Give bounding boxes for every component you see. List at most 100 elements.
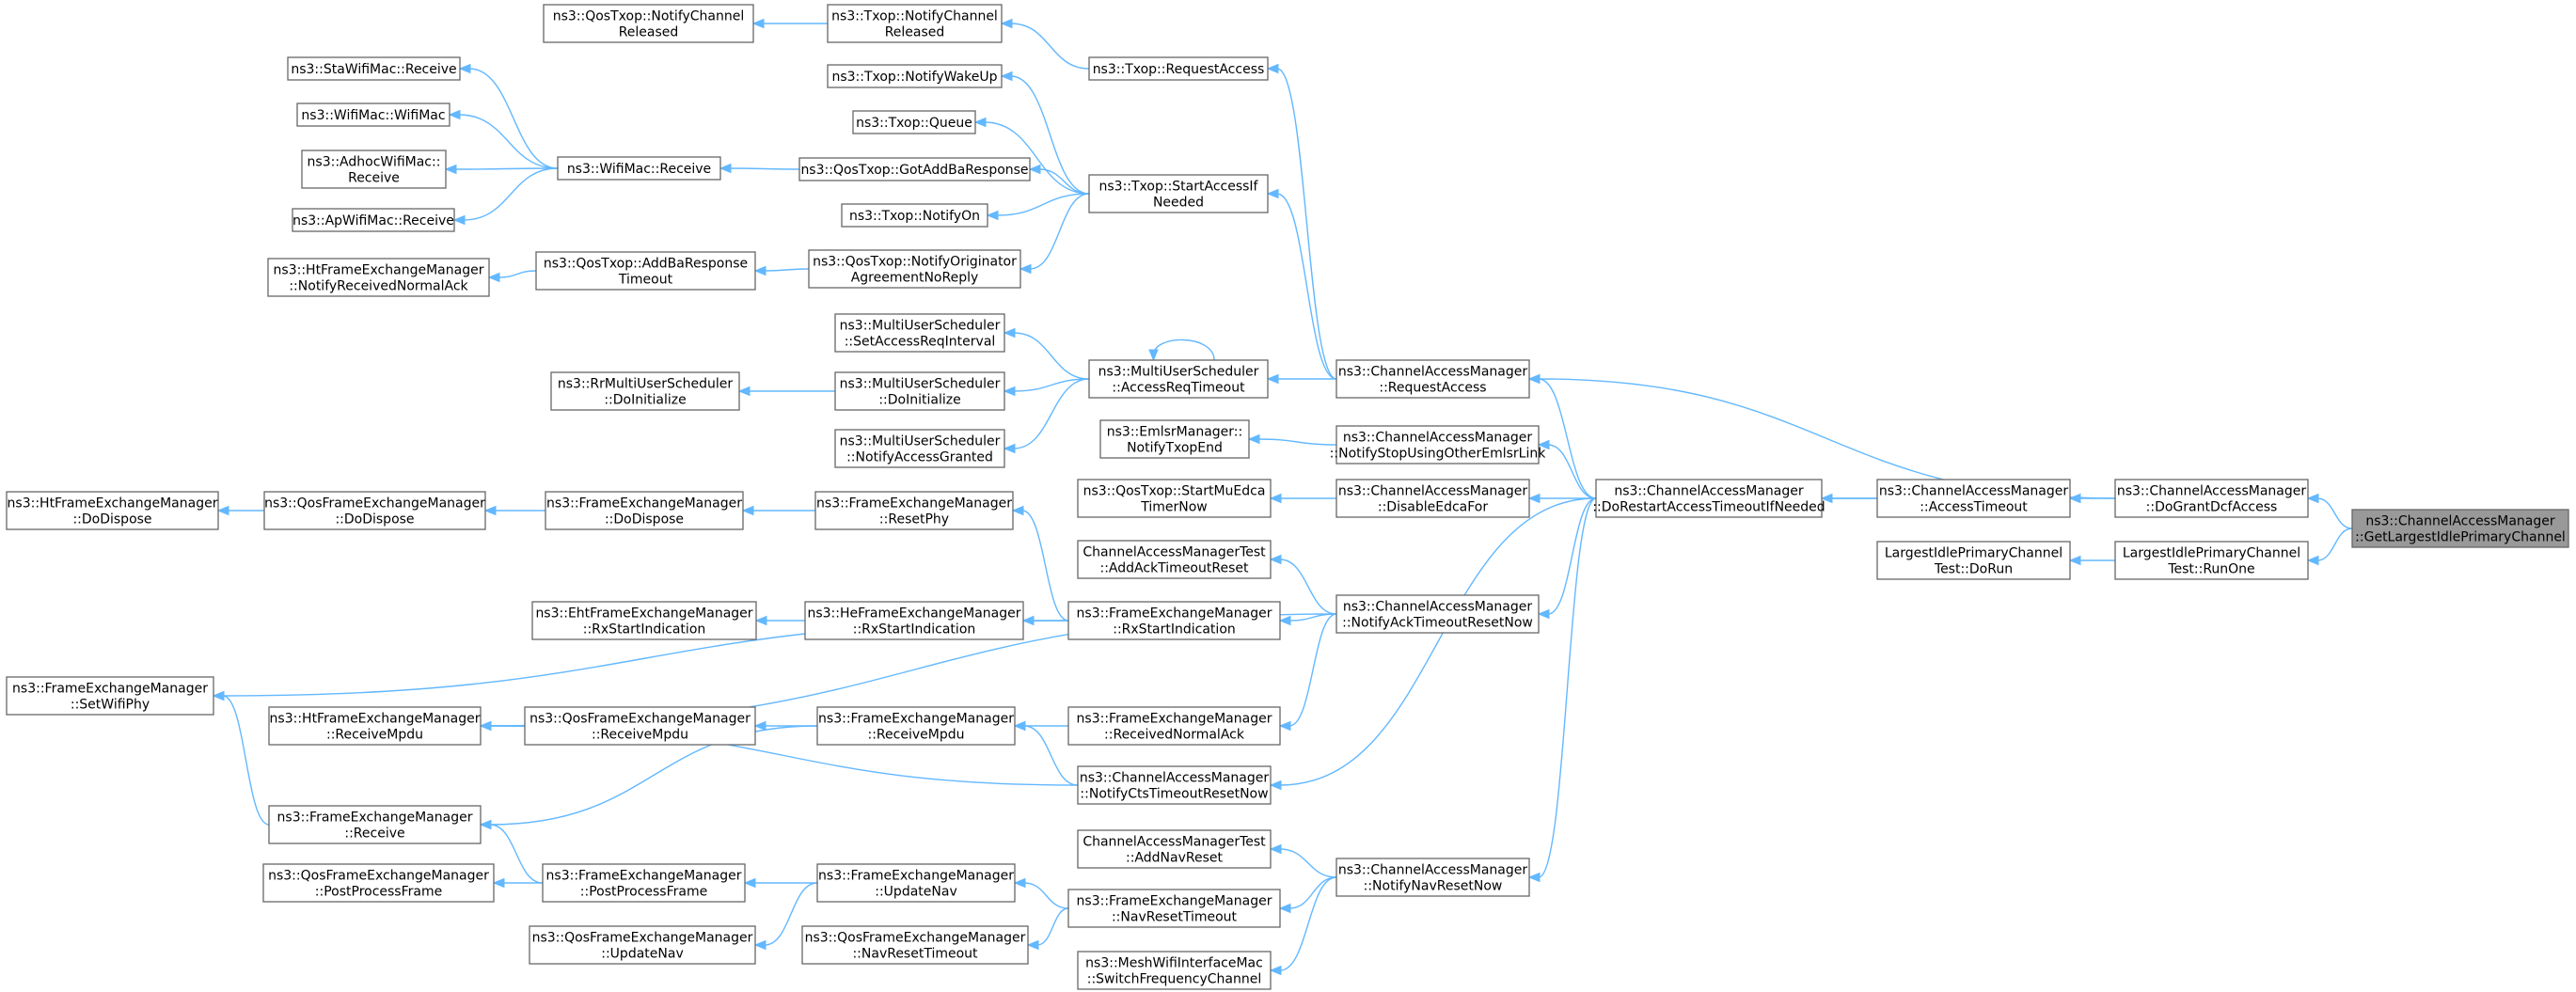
graph-node-n9[interactable]: ns3::ChannelAccessManager::NotifyAckTime…	[1335, 594, 1540, 634]
graph-node-n35[interactable]: ns3::QosFrameExchangeManager::PostProces…	[262, 863, 495, 903]
graph-node-n52[interactable]: ns3::HtFrameExchangeManager::NotifyRecei…	[267, 258, 490, 297]
edge-arrowhead	[741, 505, 754, 516]
node-box	[1876, 479, 2071, 518]
graph-node-n23[interactable]: ns3::FrameExchangeManager::SetWifiPhy	[6, 676, 214, 716]
graph-node-n17[interactable]: ChannelAccessManagerTest::AddAckTimeoutR…	[1077, 540, 1272, 579]
graph-node-n45[interactable]: ns3::StaWifiMac::Receive	[287, 56, 461, 81]
graph-node-n25[interactable]: ns3::EhtFrameExchangeManager::RxStartInd…	[531, 601, 757, 640]
node-box	[816, 863, 1016, 903]
node-box	[1595, 479, 1823, 518]
graph-node-n37[interactable]: ns3::QosFrameExchangeManager::NavResetTi…	[801, 925, 1029, 965]
edge-n7-to-n5	[1537, 439, 1597, 499]
node-label-line: ChannelAccessManagerTest	[1083, 545, 1266, 560]
edge-arrowhead	[753, 939, 766, 951]
node-box	[834, 429, 1005, 468]
edge-arrowhead	[986, 210, 999, 221]
graph-node-n47[interactable]: ns3::AdhocWifiMac::Receive	[301, 150, 447, 189]
graph-node-n41[interactable]: ns3::Txop::NotifyWakeUp	[827, 64, 1003, 88]
graph-node-n38[interactable]: ns3::MeshWifiInterfaceMac::SwitchFrequen…	[1077, 951, 1272, 990]
graph-node-n22[interactable]: ns3::HtFrameExchangeManager::DoDispose	[6, 491, 219, 530]
node-box	[834, 371, 1005, 411]
graph-node-n10[interactable]: ns3::ChannelAccessManager::NotifyCtsTime…	[1077, 765, 1272, 805]
graph-node-n18[interactable]: ns3::FrameExchangeManager::RxStartIndica…	[1067, 601, 1281, 640]
edge-n16-to-n8	[1269, 493, 1337, 504]
node-label-line: ::DisableEdcaFor	[1378, 500, 1488, 515]
graph-node-n48[interactable]: ns3::ApWifiMac::Receive	[292, 208, 455, 232]
graph-node-n30[interactable]: ns3::QosFrameExchangeManager::ReceiveMpd…	[524, 706, 756, 746]
node-label-line: ::AddNavReset	[1126, 851, 1223, 866]
graph-node-n49[interactable]: ns3::Txop::NotifyOn	[841, 203, 988, 228]
edge-arrowhead	[1527, 493, 1541, 504]
edge-arrowhead	[1278, 720, 1291, 732]
node-box	[1067, 601, 1281, 640]
node-label-line: ::RxStartIndication	[853, 622, 976, 638]
node-box	[1077, 540, 1272, 579]
graph-node-n19[interactable]: ns3::FrameExchangeManager::ResetPhy	[814, 491, 1014, 530]
edge-arrowhead	[1269, 554, 1282, 565]
node-label-line: ::SwitchFrequencyChannel	[1087, 972, 1262, 987]
graph-node-n1[interactable]: ns3::ChannelAccessManager::DoGrantDcfAcc…	[2114, 479, 2309, 518]
graph-node-n43[interactable]: ns3::QosTxop::GotAddBaResponse	[798, 157, 1031, 181]
graph-node-n28[interactable]: ns3::FrameExchangeManager::ReceiveMpdu	[816, 706, 1016, 746]
graph-node-n29[interactable]: ns3::FrameExchangeManager::Receive	[268, 805, 482, 844]
node-label-line: ns3::HtFrameExchangeManager	[8, 496, 218, 512]
edge-line	[468, 68, 559, 169]
node-box	[1335, 858, 1530, 897]
node-label-line: NotifyTxopEnd	[1127, 441, 1223, 456]
graph-node-n6[interactable]: ns3::ChannelAccessManager::RequestAccess	[1335, 359, 1530, 399]
node-label-line: ::ResetPhy	[879, 512, 949, 527]
graph-node-n53[interactable]: ns3::MultiUserScheduler::SetAccessReqInt…	[834, 313, 1005, 353]
graph-node-n7[interactable]: ns3::ChannelAccessManager::NotifyStopUsi…	[1330, 425, 1547, 465]
graph-node-n27[interactable]: ns3::FrameExchangeManager::ReceivedNorma…	[1067, 706, 1281, 746]
edge-n31-to-n11	[1269, 843, 1337, 878]
node-box	[2114, 541, 2309, 580]
graph-node-n33[interactable]: ns3::FrameExchangeManager::UpdateNav	[816, 863, 1016, 903]
edge-n56-to-n14	[1003, 378, 1090, 454]
graph-node-n54[interactable]: ns3::MultiUserScheduler::DoInitialize	[834, 371, 1005, 411]
graph-node-n50[interactable]: ns3::QosTxop::NotifyOriginatorAgreementN…	[808, 249, 1021, 289]
node-label-line: ns3::ChannelAccessManager	[1338, 365, 1528, 380]
node-label-line: LargestIdlePrimaryChannel	[2123, 546, 2300, 561]
graph-node-n11[interactable]: ns3::ChannelAccessManager::NotifyNavRese…	[1335, 858, 1530, 897]
edge-n3-to-n2	[2068, 555, 2116, 566]
graph-node-n24[interactable]: ns3::HeFrameExchangeManager::RxStartIndi…	[804, 601, 1024, 640]
graph-node-n26[interactable]: ns3::HtFrameExchangeManager::ReceiveMpdu	[268, 706, 482, 746]
edge-n14-to-n6	[1266, 373, 1336, 385]
graph-node-n4[interactable]: ns3::ChannelAccessManager::AccessTimeout	[1876, 479, 2071, 518]
graph-node-n36[interactable]: ns3::QosFrameExchangeManager::UpdateNav	[529, 925, 756, 965]
graph-node-n20[interactable]: ns3::FrameExchangeManager::DoDispose	[545, 491, 744, 530]
graph-node-n55[interactable]: ns3::RrMultiUserScheduler::DoInitialize	[550, 371, 740, 411]
graph-node-n14[interactable]: ns3::MultiUserScheduler::AccessReqTimeou…	[1088, 359, 1269, 399]
graph-node-n21[interactable]: ns3::QosFrameExchangeManager::DoDispose	[263, 491, 486, 530]
node-label-line: ns3::FrameExchangeManager	[277, 811, 473, 826]
edge-n40-to-n39	[751, 18, 828, 29]
graph-node-n46[interactable]: ns3::WifiMac::WifiMac	[296, 102, 450, 127]
node-label-line: ns3::FrameExchangeManager	[816, 496, 1012, 512]
graph-node-n56[interactable]: ns3::MultiUserScheduler::NotifyAccessGra…	[834, 429, 1005, 468]
node-label-line: LargestIdlePrimaryChannel	[1885, 546, 2062, 561]
edge-arrowhead	[1013, 720, 1026, 732]
graph-node-n42[interactable]: ns3::Txop::Queue	[852, 110, 976, 134]
graph-node-n32[interactable]: ns3::FrameExchangeManager::NavResetTimeo…	[1067, 889, 1281, 928]
graph-node-n5[interactable]: ns3::ChannelAccessManager::DoRestartAcce…	[1592, 479, 1825, 518]
edge-arrowhead	[483, 505, 497, 516]
graph-node-n34[interactable]: ns3::FrameExchangeManager::PostProcessFr…	[542, 863, 746, 903]
node-label-line: ::NotifyAccessGranted	[846, 450, 993, 465]
edge-line	[764, 268, 810, 272]
graph-node-n12[interactable]: ns3::Txop::RequestAccess	[1088, 56, 1269, 81]
graph-node-n44[interactable]: ns3::WifiMac::Receive	[557, 156, 721, 181]
graph-node-n15[interactable]: ns3::EmlsrManager::NotifyTxopEnd	[1099, 419, 1250, 459]
graph-node-n31[interactable]: ChannelAccessManagerTest::AddNavReset	[1077, 829, 1272, 869]
node-box	[543, 4, 754, 43]
graph-node-n8[interactable]: ns3::ChannelAccessManager::DisableEdcaFo…	[1335, 479, 1530, 518]
edge-n29-to-n34	[479, 819, 544, 884]
graph-node-n0[interactable]: ns3::ChannelAccessManager::GetLargestIdl…	[2351, 509, 2569, 548]
edge-line	[1547, 444, 1597, 499]
